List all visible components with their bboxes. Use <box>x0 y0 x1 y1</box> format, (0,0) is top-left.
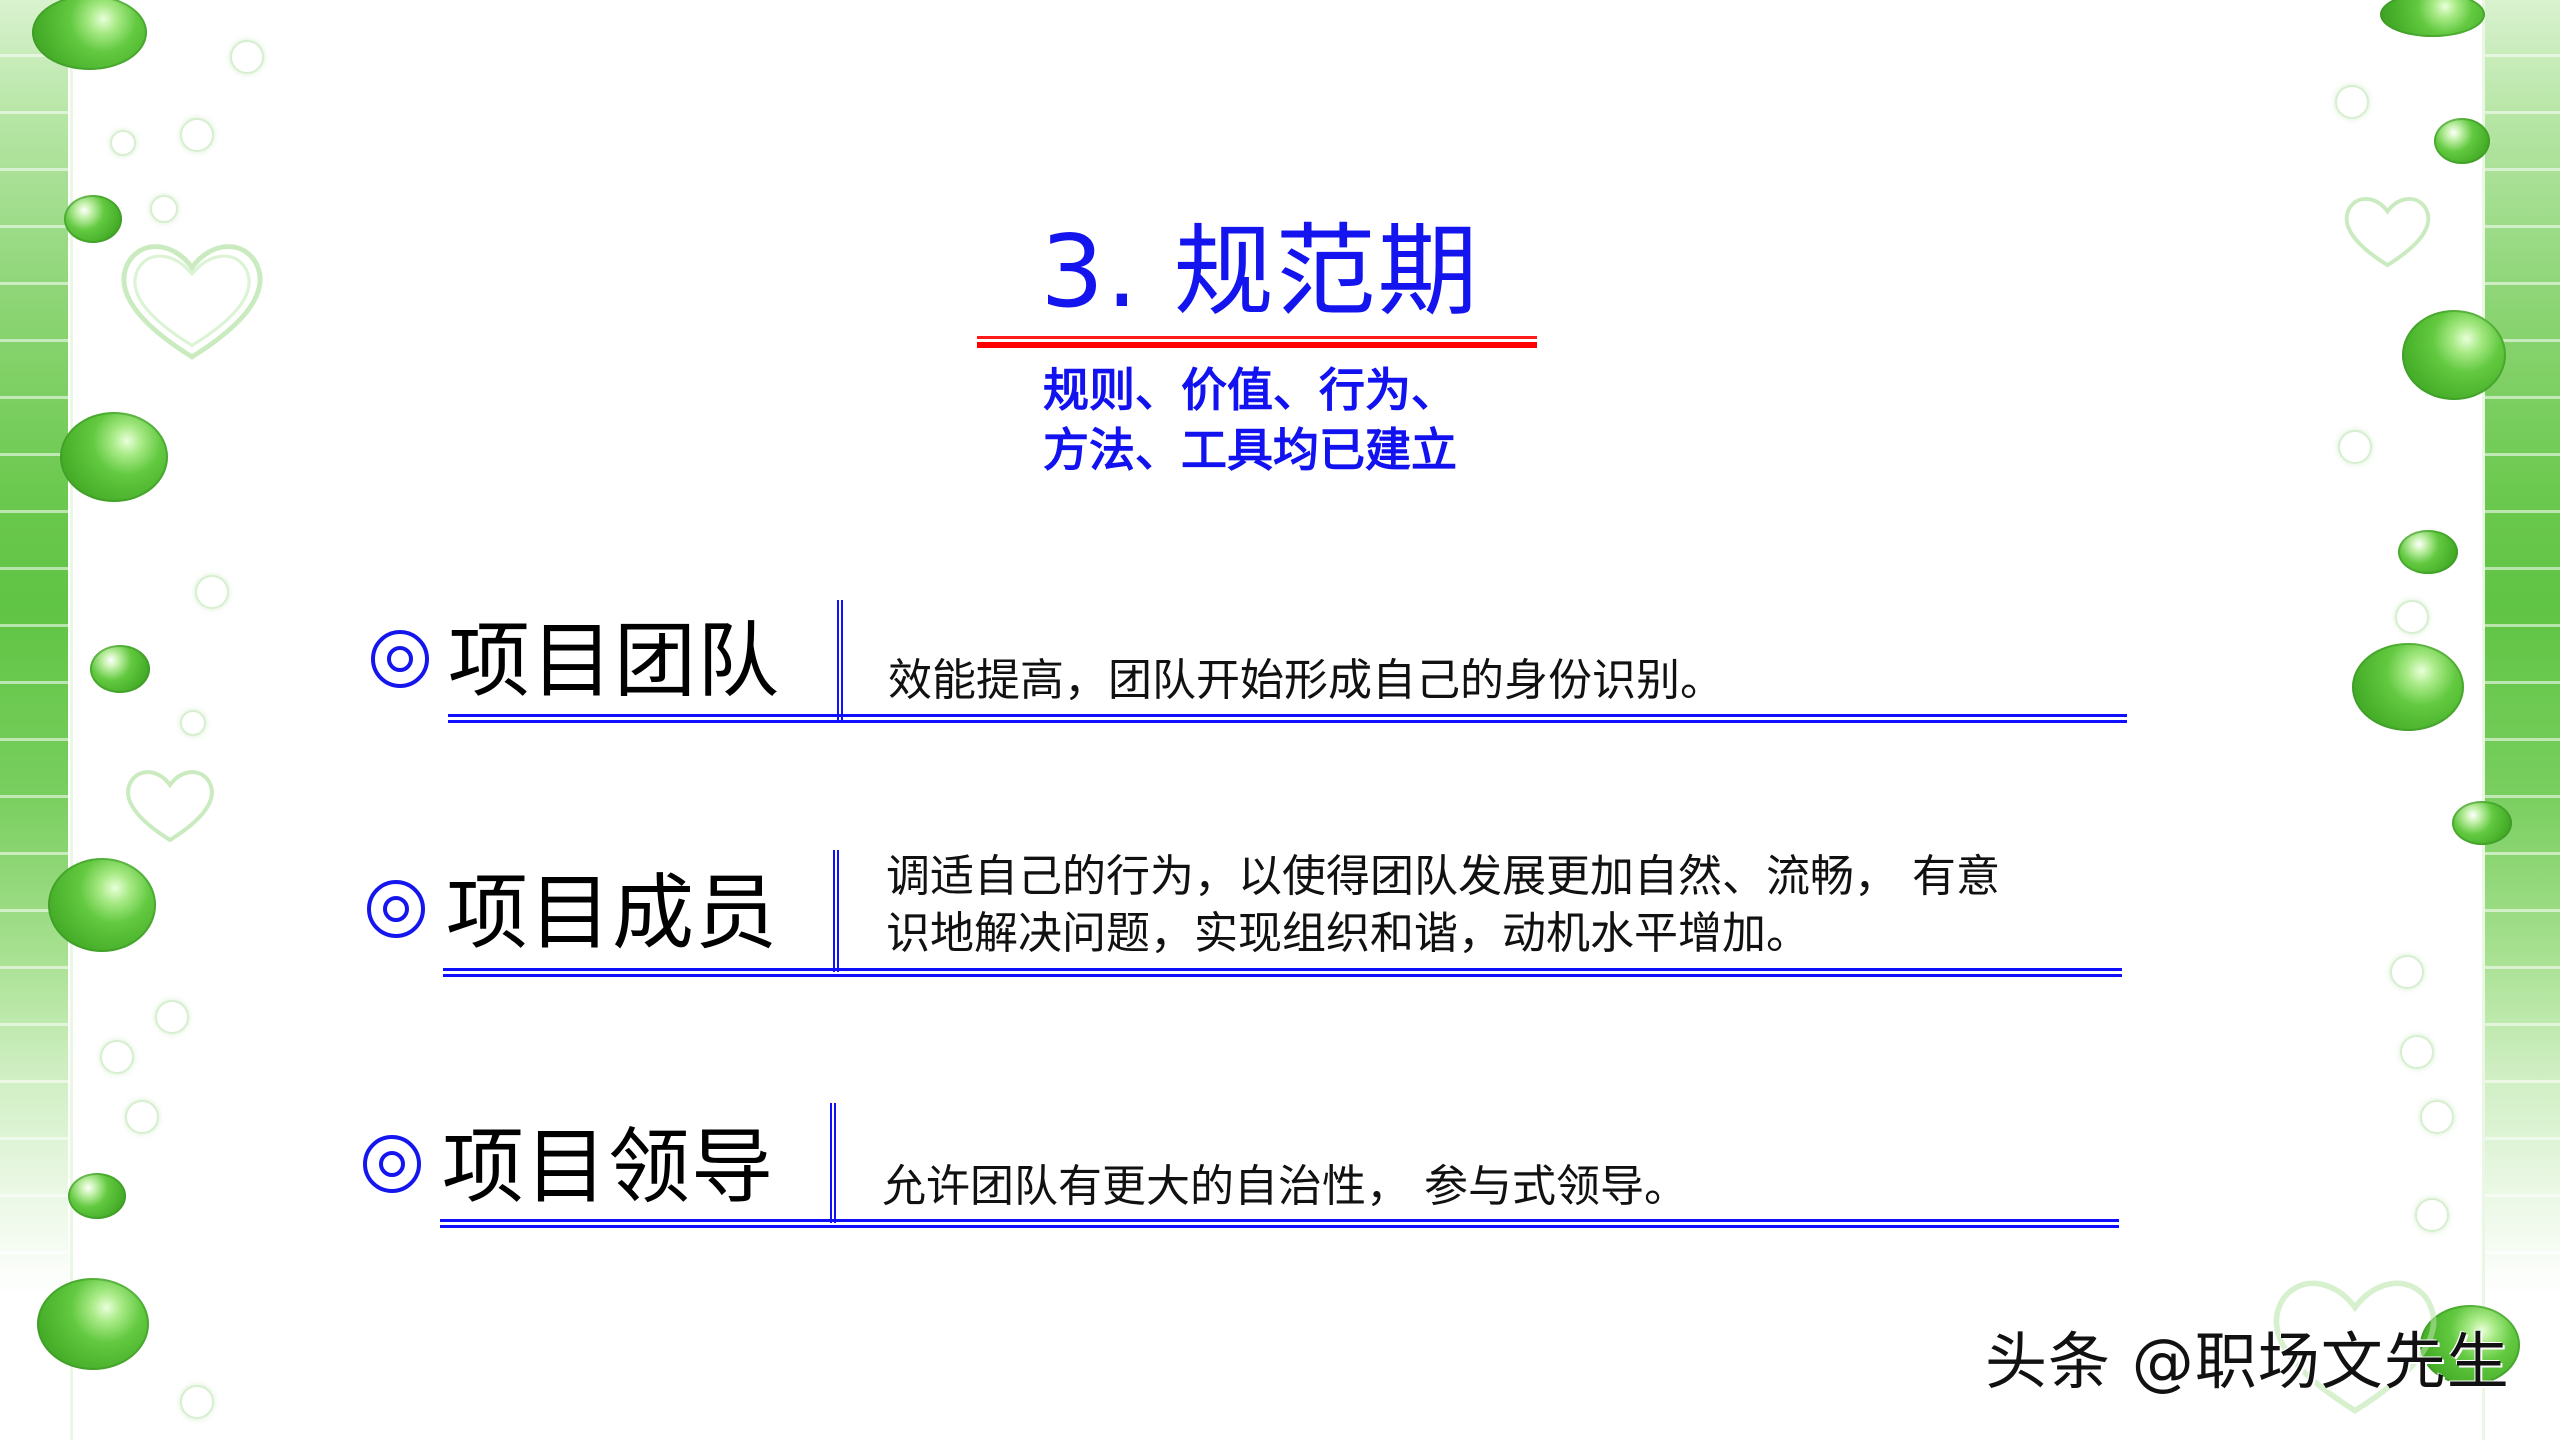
row-description: 允许团队有更大的自治性， 参与式领导。 <box>882 1161 1688 1212</box>
vertical-divider <box>830 1103 836 1223</box>
green-bubble-decoration <box>64 195 122 243</box>
flower-decoration <box>2390 955 2424 989</box>
description-line: 调适自己的行为，以使得团队发展更加自然、流畅， 有意 <box>886 851 2000 902</box>
heart-decoration <box>2344 197 2431 268</box>
flower-decoration <box>2400 1035 2434 1069</box>
row-label: 项目成员 <box>446 866 779 961</box>
flower-decoration <box>125 1100 159 1134</box>
right-green-border <box>2485 0 2560 1440</box>
flower-decoration <box>2420 1100 2454 1134</box>
flower-decoration <box>195 575 229 609</box>
row-underline <box>448 714 2127 717</box>
left-green-border <box>0 0 68 1440</box>
green-bubble-decoration <box>60 412 168 502</box>
subtitle-line: 方法、工具均已建立 <box>1043 423 1457 477</box>
green-bubble-decoration <box>2380 0 2485 37</box>
green-bubble-decoration <box>2352 643 2464 731</box>
flower-decoration <box>2338 430 2372 464</box>
vertical-divider <box>837 600 843 720</box>
title-underline-thin <box>977 336 1537 339</box>
heart-decoration <box>126 770 214 843</box>
flower-decoration <box>100 1040 134 1074</box>
flower-decoration <box>110 130 136 156</box>
row-label: 项目领导 <box>442 1120 775 1215</box>
vertical-divider <box>833 850 839 972</box>
subtitle-line: 规则、价值、行为、 <box>1043 363 1457 417</box>
slide-title: 3. 规范期 <box>1040 213 1480 330</box>
green-bubble-decoration <box>2402 310 2506 400</box>
green-bubble-decoration <box>32 0 147 70</box>
flower-decoration <box>150 195 178 223</box>
row-underline <box>443 968 2122 971</box>
flower-decoration <box>155 1000 189 1034</box>
flower-decoration <box>2395 600 2429 634</box>
description-line: 识地解决问题，实现组织和谐，动机水平增加。 <box>886 908 1810 959</box>
flower-decoration <box>2335 85 2369 119</box>
green-bubble-decoration <box>2452 801 2512 845</box>
double-circle-icon <box>367 880 425 938</box>
title-underline-thick <box>977 342 1537 348</box>
green-bubble-decoration <box>68 1173 126 1219</box>
row-description: 调适自己的行为，以使得团队发展更加自然、流畅， 有意 识地解决问题，实现组织和谐… <box>886 848 2000 962</box>
heart-decoration <box>2273 1280 2437 1414</box>
green-bubble-decoration <box>48 858 156 952</box>
green-bubble-decoration <box>2398 530 2458 574</box>
flower-decoration <box>230 40 264 74</box>
flower-decoration <box>180 118 214 152</box>
watermark: 头条 @职场文先生 <box>1985 1325 2510 1398</box>
flower-decoration <box>180 1385 214 1419</box>
left-border-edge <box>70 0 73 1440</box>
row-underline <box>443 974 2122 977</box>
flower-decoration <box>180 710 206 736</box>
flower-decoration <box>2415 1198 2449 1232</box>
heart-decoration <box>121 244 263 360</box>
green-bubble-decoration <box>37 1278 149 1370</box>
green-bubble-decoration <box>2420 1305 2520 1385</box>
right-border-edge <box>2482 0 2485 1440</box>
green-bubble-decoration <box>2434 118 2490 164</box>
double-circle-icon <box>363 1135 421 1193</box>
row-underline <box>448 720 2127 723</box>
double-circle-icon <box>371 630 429 688</box>
row-underline <box>440 1219 2119 1222</box>
green-bubble-decoration <box>90 645 150 693</box>
row-underline <box>440 1225 2119 1228</box>
slide-subtitle: 规则、价值、行为、 方法、工具均已建立 <box>1043 360 1457 480</box>
row-description: 效能提高，团队开始形成自己的身份识别。 <box>888 655 1724 706</box>
row-label: 项目团队 <box>448 614 781 709</box>
